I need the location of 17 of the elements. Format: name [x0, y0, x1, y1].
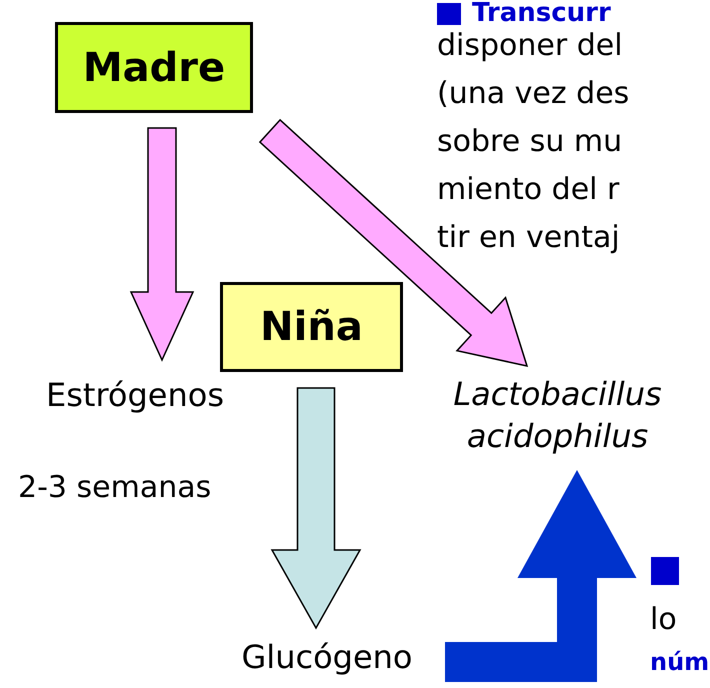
- paragraph-text: (una vez des: [437, 79, 630, 109]
- child-box: Niña: [220, 282, 403, 372]
- node-text: Estrógenos: [10, 374, 260, 418]
- block-arrow: [258, 118, 528, 367]
- node-text: Lactobacillus acidophilus: [405, 370, 710, 462]
- heading-text: núm: [650, 650, 710, 674]
- block-arrow: [130, 127, 194, 362]
- parent-box: Madre: [55, 22, 253, 113]
- paragraph-text: tir en ventaj: [437, 223, 620, 253]
- paragraph-text: lo: [650, 605, 677, 635]
- paragraph-text: miento del r: [437, 175, 620, 205]
- heading-text: Transcurr: [472, 0, 611, 26]
- block-arrow: [445, 470, 636, 682]
- node-text: Glucógeno: [212, 636, 442, 680]
- paragraph-text: sobre su mu: [437, 127, 622, 157]
- block-arrow: [270, 387, 362, 630]
- paragraph-text: disponer del: [437, 31, 623, 61]
